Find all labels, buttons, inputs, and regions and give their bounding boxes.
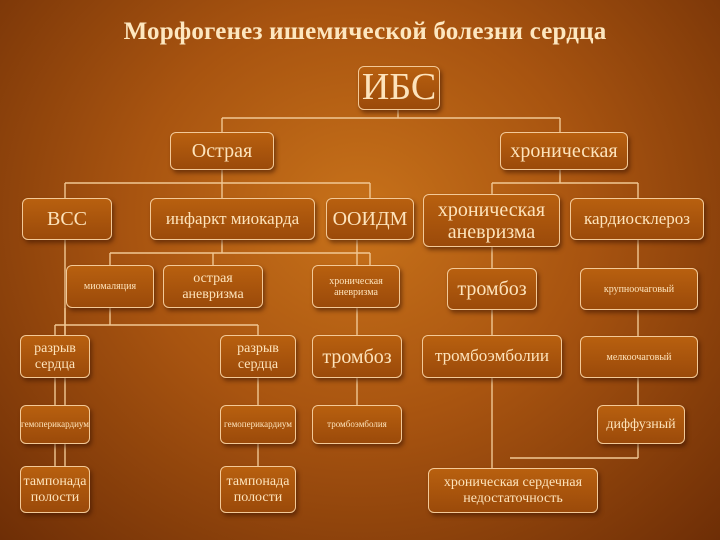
thromboembolism-label: тромбоэмболии — [435, 346, 549, 366]
diffuse-label: диффузный — [606, 416, 676, 432]
vcc-node: ВСС — [22, 198, 112, 240]
acute-aneurysm-label: острая аневризма — [182, 271, 244, 302]
small-focal-label: мелкоочаговый — [606, 351, 672, 363]
infarct-label: инфаркт миокарда — [165, 208, 300, 228]
myomalacia-node: миомаляция — [66, 265, 154, 308]
page-title: Морфогенез ишемической болезни сердца — [123, 18, 607, 45]
hemopericardium-mid-node: гемоперикардиум — [220, 405, 296, 444]
rupture-left-label: разрыв сердца — [34, 341, 76, 372]
thromboembolism-ooidm-node: тромбоэмболия — [312, 405, 402, 444]
hemopericardium-left-node: гемоперикардиум — [20, 405, 90, 444]
tamponade-mid-label: тампонада полости — [226, 474, 290, 505]
large-focal-node: крупноочаговый — [580, 268, 698, 310]
thrombosis-label: тромбоз — [457, 278, 527, 300]
thrombosis-ooidm-node: тромбоз — [312, 335, 402, 378]
acute-aneurysm-node: острая аневризма — [163, 265, 263, 308]
acute-label: Острая — [191, 140, 253, 162]
cardiosclerosis-node: кардиосклероз — [570, 198, 704, 240]
large-focal-label: крупноочаговый — [603, 283, 675, 295]
chronic-aneurysm-small-node: хроническая аневризма — [312, 265, 400, 308]
rupture-mid-label: разрыв сердца — [237, 341, 279, 372]
ibs-root-label: ИБС — [361, 66, 437, 109]
myomalacia-label: миомаляция — [83, 281, 137, 292]
heart-failure-node: хроническая сердечная недостаточность — [428, 468, 598, 513]
thrombosis-node: тромбоз — [447, 268, 537, 310]
cardiosclerosis-label: кардиосклероз — [583, 208, 691, 228]
tamponade-left-node: тампонада полости — [20, 466, 90, 513]
tamponade-left-label: тампонада полости — [23, 474, 87, 505]
rupture-left-node: разрыв сердца — [20, 335, 90, 378]
hemopericardium-mid-label: гемоперикардиум — [224, 418, 292, 429]
chronic-aneurysm-node: хроническая аневризма — [423, 194, 560, 247]
chronic-aneurysm-small-label: хроническая аневризма — [329, 275, 383, 298]
chronic-aneurysm-label: хроническая аневризма — [437, 198, 546, 243]
small-focal-node: мелкоочаговый — [580, 336, 698, 378]
hemopericardium-left-label: гемоперикардиум — [21, 418, 89, 429]
thromboembolism-node: тромбоэмболии — [422, 335, 562, 378]
chronic-label: хроническая — [510, 140, 618, 162]
thrombosis-ooidm-label: тромбоз — [322, 345, 392, 368]
ooidm-label: ООИДМ — [332, 208, 408, 230]
ibs-root: ИБС — [358, 66, 440, 110]
thromboembolism-ooidm-label: тромбоэмболия — [327, 418, 387, 429]
diffuse-node: диффузный — [597, 405, 685, 444]
acute-node: Острая — [170, 132, 274, 170]
tamponade-mid-node: тампонада полости — [220, 466, 296, 513]
infarct-node: инфаркт миокарда — [150, 198, 315, 240]
vcc-label: ВСС — [46, 208, 88, 230]
heart-failure-label: хроническая сердечная недостаточность — [443, 475, 583, 506]
chronic-node: хроническая — [500, 132, 628, 170]
ooidm-node: ООИДМ — [326, 198, 414, 240]
rupture-mid-node: разрыв сердца — [220, 335, 296, 378]
